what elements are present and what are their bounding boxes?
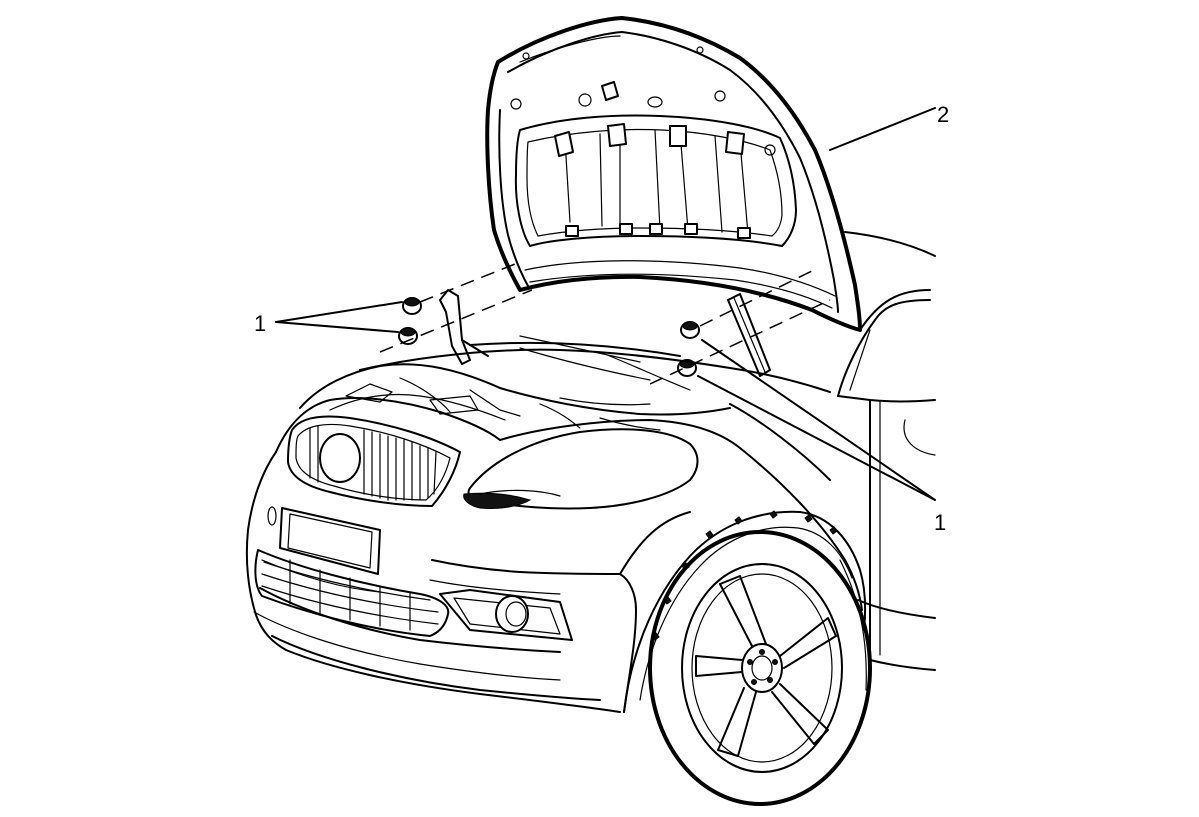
wheel-arch-icon xyxy=(623,510,867,713)
leader-lines xyxy=(275,107,936,501)
callout-1-right: 1 xyxy=(934,510,946,535)
grille-icon xyxy=(287,415,461,507)
hood-strut-right-icon xyxy=(727,293,771,377)
callout-1-left: 1 xyxy=(254,311,266,336)
alignment-lines xyxy=(379,261,831,385)
wheel-icon xyxy=(648,530,872,806)
lower-grille-icon xyxy=(254,549,450,637)
callout-2: 2 xyxy=(937,102,949,127)
hood-icon xyxy=(485,16,862,332)
fog-lamp-icon xyxy=(439,589,573,641)
headlamp-icon xyxy=(463,428,699,510)
hood-hinge-left-icon xyxy=(439,289,489,365)
hood-bumper-icon xyxy=(398,297,700,377)
